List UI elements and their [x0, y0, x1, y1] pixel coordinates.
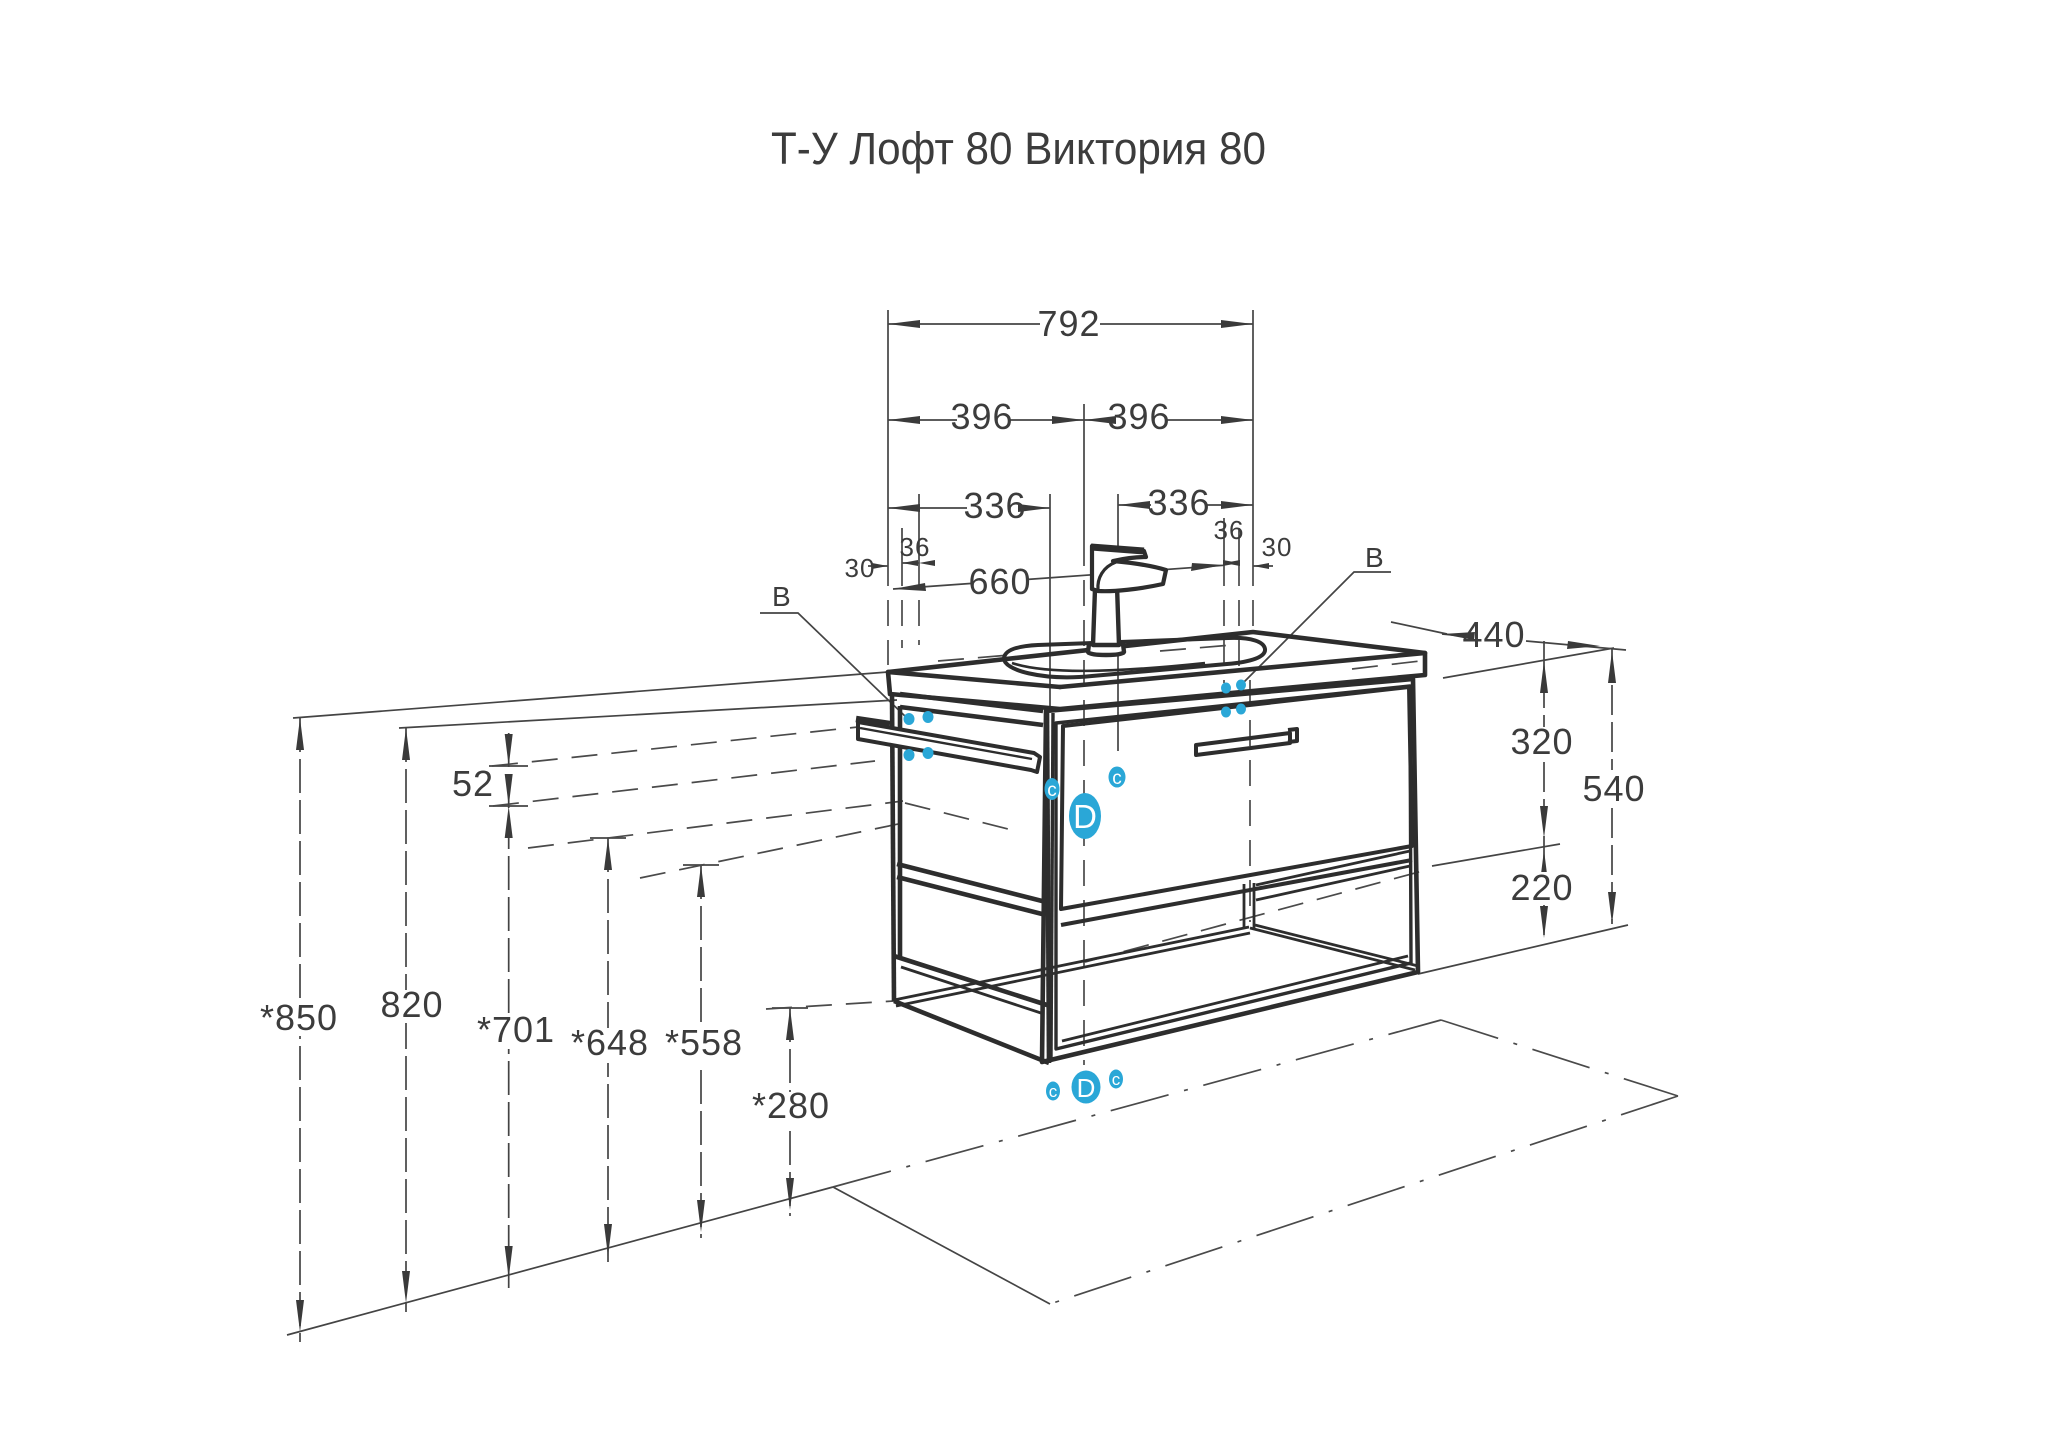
svg-text:820: 820	[380, 984, 443, 1025]
svg-text:c: c	[1112, 1070, 1121, 1089]
svg-text:320: 320	[1510, 721, 1573, 762]
svg-text:*558: *558	[665, 1022, 743, 1063]
svg-text:D: D	[1073, 798, 1097, 835]
svg-text:B: B	[772, 581, 791, 612]
svg-text:*280: *280	[752, 1085, 830, 1126]
svg-text:660: 660	[968, 561, 1031, 602]
svg-text:336: 336	[963, 485, 1026, 526]
svg-text:792: 792	[1037, 303, 1100, 344]
svg-text:220: 220	[1510, 867, 1573, 908]
svg-text:30: 30	[845, 553, 876, 583]
svg-text:540: 540	[1582, 768, 1645, 809]
svg-text:440: 440	[1462, 614, 1525, 655]
svg-text:336: 336	[1147, 482, 1210, 523]
svg-text:c: c	[1049, 1082, 1058, 1101]
svg-text:52: 52	[452, 763, 494, 804]
svg-text:36: 36	[900, 532, 931, 562]
svg-text:36: 36	[1214, 515, 1245, 545]
svg-text:30: 30	[1262, 532, 1293, 562]
svg-text:D: D	[1077, 1073, 1096, 1103]
svg-text:c: c	[1047, 780, 1057, 801]
svg-text:*850: *850	[260, 997, 338, 1038]
svg-text:B: B	[1365, 542, 1384, 573]
svg-text:c: c	[1112, 768, 1122, 789]
svg-text:396: 396	[1107, 396, 1170, 437]
svg-text:*701: *701	[477, 1009, 555, 1050]
svg-text:396: 396	[950, 396, 1013, 437]
svg-text:Т-У Лофт 80 Виктория 80: Т-У Лофт 80 Виктория 80	[771, 123, 1266, 174]
svg-text:*648: *648	[571, 1022, 649, 1063]
